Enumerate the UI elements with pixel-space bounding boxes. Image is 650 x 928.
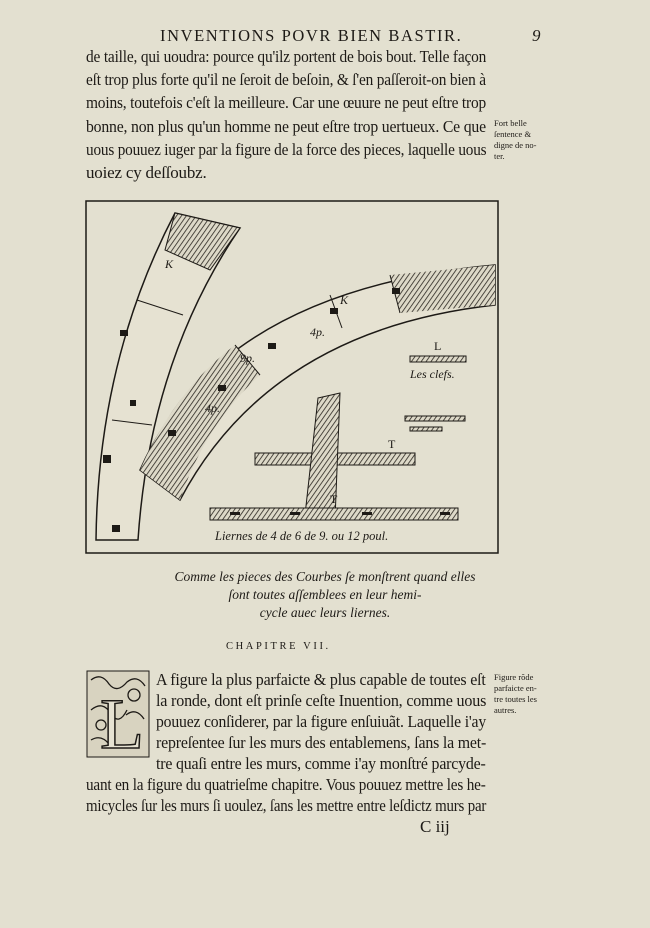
label-liernes: Liernes de 4 de 6 de 9. ou 12 poul. — [214, 529, 388, 543]
text-line: uoiez cy deſſoubz. — [86, 163, 207, 182]
note-line: Figure rõde — [494, 672, 534, 682]
text-line: micycles ſur les murs ſi uoulez, ſans le… — [86, 796, 487, 815]
woodcut-figure: L Les clefs. T T K K 4p. 9p. 4p. Liernes… — [85, 200, 499, 554]
note-line: tre toutes les — [494, 694, 537, 704]
key-piece — [409, 426, 443, 432]
text-line: bonne, non plus qu'un homme ne peut eſtr… — [86, 117, 486, 136]
text-line: moins, toutefois c'eſt la meilleure. Car… — [86, 93, 487, 112]
label-k: K — [164, 257, 174, 271]
label-l: L — [434, 339, 441, 353]
running-title: INVENTIONS POVR BIEN BASTIR. — [160, 26, 463, 45]
label-t: T — [330, 492, 338, 506]
label-k: K — [339, 293, 349, 307]
caption-line: Comme les pieces des Courbes ſe monſtren… — [174, 569, 476, 584]
label-measure: 9p. — [240, 351, 255, 365]
page-number: 9 — [532, 26, 541, 45]
text-line: A figure la plus parfaicte & plus capabl… — [156, 670, 486, 689]
note-line: ter. — [494, 151, 505, 161]
text-line: pouuez conſiderer, par la figure enſuiuã… — [156, 712, 487, 731]
text-line: uous pouuez iuger par la figure de la fo… — [86, 140, 487, 159]
note-line: autres. — [494, 705, 517, 715]
key-piece — [404, 415, 466, 422]
long-lierne — [209, 507, 459, 521]
key-piece — [409, 355, 467, 363]
note-line: digne de no- — [494, 140, 537, 150]
text-line: uant en la figure du quatrieſme chapitre… — [86, 775, 486, 794]
text-line: eſt trop plus forte qu'il ne ſeroit de b… — [86, 70, 486, 89]
note-line: Fort belle — [494, 118, 527, 128]
note-line: parfaicte en- — [494, 683, 537, 693]
signature-mark: C iij — [420, 817, 450, 836]
caption-line: cycle auec leurs liernes. — [259, 605, 391, 620]
initial-letter: L — [100, 684, 144, 758]
text-line: repreſentee ſur les murs des entablemens… — [156, 733, 487, 752]
label-measure: 4p. — [310, 325, 325, 339]
chapter-heading: CHAPITRE VII. — [226, 641, 331, 652]
note-line: ſentence & — [494, 129, 532, 139]
text-line: la ronde, dont eſt prinſe ceſte Inuentio… — [156, 691, 487, 710]
decorated-initial: L — [86, 670, 150, 765]
text-line: de taille, qui uoudra: pource qu'ilz por… — [86, 47, 487, 66]
label-measure: 4p. — [205, 401, 220, 415]
text-line: tre quaſi entre les murs, comme i'ay mon… — [156, 754, 486, 773]
curved-timber-left — [95, 212, 242, 541]
caption-line: ſont toutes aſſemblees en leur hemi- — [228, 587, 422, 602]
figure-frame — [85, 200, 499, 554]
label-t: T — [388, 437, 396, 451]
label-keys: Les clefs. — [409, 367, 455, 381]
